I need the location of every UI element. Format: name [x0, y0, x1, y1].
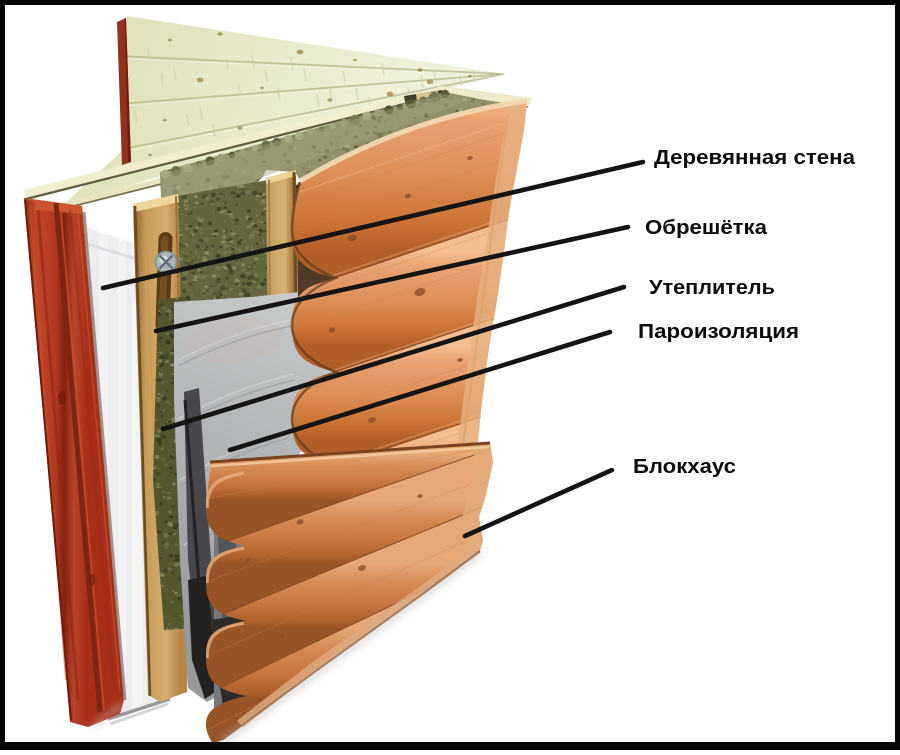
svg-text:Блокхаус: Блокхаус	[633, 456, 736, 478]
svg-text:Пароизоляция: Пароизоляция	[638, 321, 799, 343]
svg-text:Деревянная стена: Деревянная стена	[654, 147, 856, 169]
svg-text:Утеплитель: Утеплитель	[649, 277, 775, 299]
svg-text:Обрешётка: Обрешётка	[645, 217, 768, 239]
